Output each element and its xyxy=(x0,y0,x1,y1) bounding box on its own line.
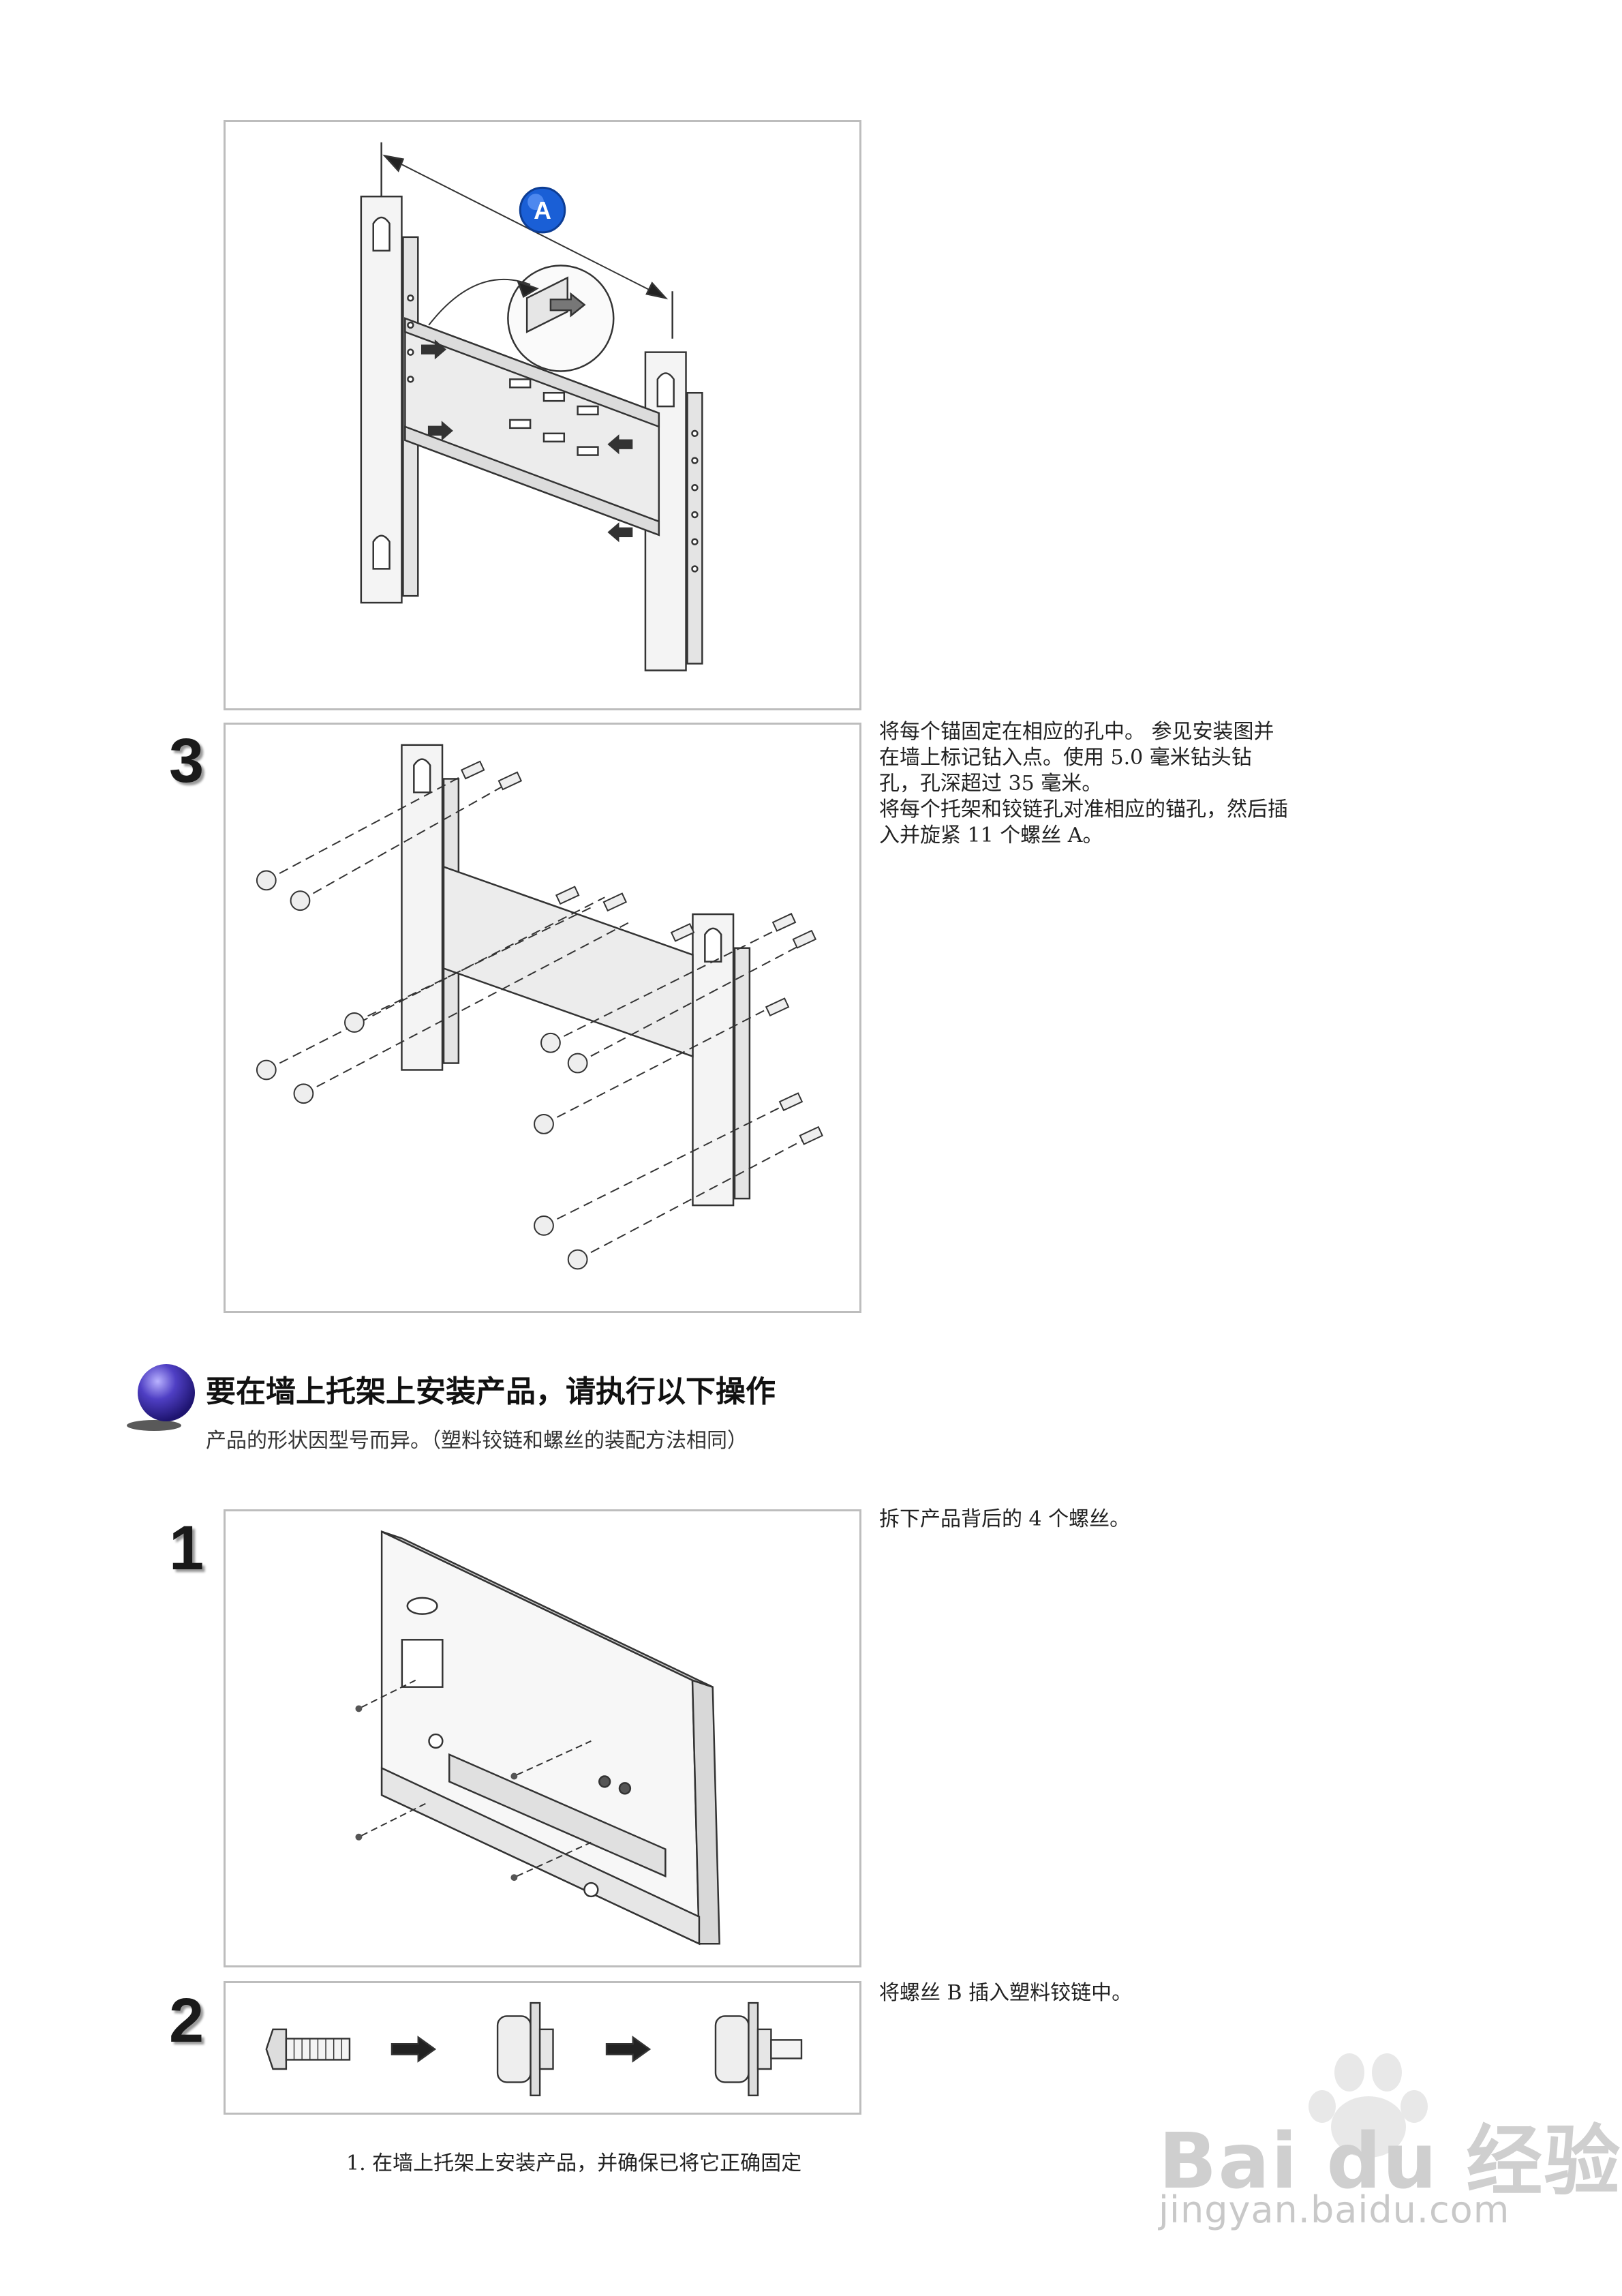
step-3-line-2: 在墙上标记钻入点。使用 5.0 毫米钻头钻 xyxy=(879,746,1252,770)
bracket-overview-illustration: A xyxy=(360,142,703,671)
anchors-screws-illustration xyxy=(256,744,824,1270)
step-number: 1 xyxy=(169,1513,204,1583)
final-note: 1. 在墙上托架上安装产品，并确保已将它正确固定 xyxy=(346,2151,802,2175)
step-3-line-3: 孔，孔深超过 35 毫米。 xyxy=(879,772,1103,796)
section-subtitle: 产品的形状因型号而异。（塑料铰链和螺丝的装配方法相同） xyxy=(206,1429,748,1453)
step-3-line-5: 入并旋紧 11 个螺丝 A。 xyxy=(879,824,1103,847)
section-bullet-icon xyxy=(127,1364,195,1431)
step-3-line-4: 将每个托架和铰链孔对准相应的锚孔，然后插 xyxy=(879,798,1288,821)
watermark-url: jingyan.baidu.com xyxy=(1159,2188,1510,2231)
tv-back-illustration xyxy=(355,1530,720,1946)
step-number: 2 xyxy=(169,1986,204,2055)
section-title: 要在墙上托架上安装产品，请执行以下操作 xyxy=(206,1374,776,1409)
diagram-step-3-anchors xyxy=(224,723,861,1313)
step-1-description: 拆下产品背后的 4 个螺丝。 xyxy=(879,1507,1131,1531)
watermark-brand: Bai du 经验 xyxy=(1159,2117,1622,2206)
baidu-paw-logo-icon xyxy=(1309,2053,1428,2158)
diagram-step-2-hinge xyxy=(224,1981,861,2115)
step-2-description: 将螺丝 B 插入塑料铰链中。 xyxy=(879,1981,1133,2005)
diagram-bracket-overview: A xyxy=(224,120,861,710)
callout-label: A xyxy=(534,197,551,224)
step-number: 3 xyxy=(169,726,204,796)
step-3-description: 将每个锚固定在相应的孔中。 参见安装图并 在墙上标记钻入点。使用 5.0 毫米钻… xyxy=(879,719,1370,849)
hinge-screw-illustration xyxy=(265,2002,803,2097)
step-3-line-1: 将每个锚固定在相应的孔中。 参见安装图并 xyxy=(879,720,1274,744)
diagram-step-1-tv-back xyxy=(224,1509,861,1967)
